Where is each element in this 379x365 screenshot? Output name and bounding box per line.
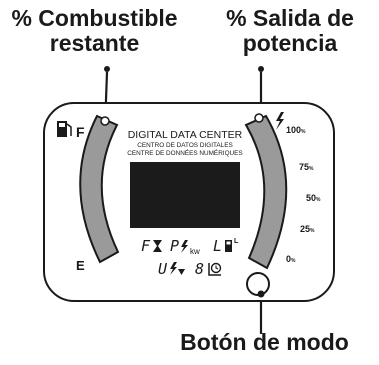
power-leader-dot xyxy=(258,66,264,72)
hourglass-icon xyxy=(153,240,162,252)
power-lightning-icon xyxy=(181,240,188,253)
power-arc-pointer xyxy=(254,113,264,123)
fuel-leader-dot xyxy=(104,66,110,72)
power-output-callout: % Salida de potencia xyxy=(205,6,375,56)
fuel-time-indicator: F xyxy=(141,237,151,255)
power-tick-25: 25% xyxy=(300,224,315,234)
mode-leader-dot xyxy=(257,290,265,298)
fuel-gauge-arc xyxy=(79,114,120,264)
voltage-lightning-icon xyxy=(170,262,177,275)
power-gauge-arc xyxy=(244,114,288,270)
low-fuel-superscript: L xyxy=(234,238,239,245)
power-callout-line2: potencia xyxy=(242,30,338,56)
voltage-indicator: U xyxy=(158,260,168,278)
mode-button[interactable] xyxy=(246,272,270,296)
fuel-pump-icon xyxy=(57,121,72,137)
fuel-remaining-callout: % Combustible restante xyxy=(2,6,187,56)
power-tick-100: 100% xyxy=(286,125,306,135)
low-fuel-indicator: L xyxy=(213,237,222,255)
power-tick-50: 50% xyxy=(306,193,321,203)
power-callout-line1: % Salida de xyxy=(226,5,354,31)
panel-title: DIGITAL DATA CENTER xyxy=(128,129,243,141)
fuel-callout-line2: restante xyxy=(49,30,140,56)
low-fuel-pump-icon xyxy=(225,240,232,252)
fuel-arc-pointer xyxy=(100,116,110,126)
panel-subtitle-es: CENTRO DE DATOS DIGITALES xyxy=(137,142,233,149)
fuel-empty-label: E xyxy=(76,258,85,273)
panel-subtitle-fr: CENTRE DE DONNÉES NUMÉRIQUES xyxy=(127,148,242,157)
mode-button-callout: Botón de modo xyxy=(180,329,349,355)
power-ticks: 100% 75% 50% 25% 0% xyxy=(286,125,321,264)
mode-digit: 8 xyxy=(195,260,204,278)
voltage-down-arrow-icon xyxy=(178,269,185,275)
lightning-icon xyxy=(276,112,284,130)
fuel-full-label: F xyxy=(76,124,85,140)
clock-icon xyxy=(208,262,222,276)
fuel-callout-line1: % Combustible xyxy=(11,5,178,31)
power-tick-0: 0% xyxy=(286,254,296,264)
power-tick-75: 75% xyxy=(299,162,314,172)
power-indicator: P xyxy=(170,237,179,255)
lcd-display xyxy=(130,162,240,228)
kw-unit-label: kw xyxy=(190,247,200,256)
